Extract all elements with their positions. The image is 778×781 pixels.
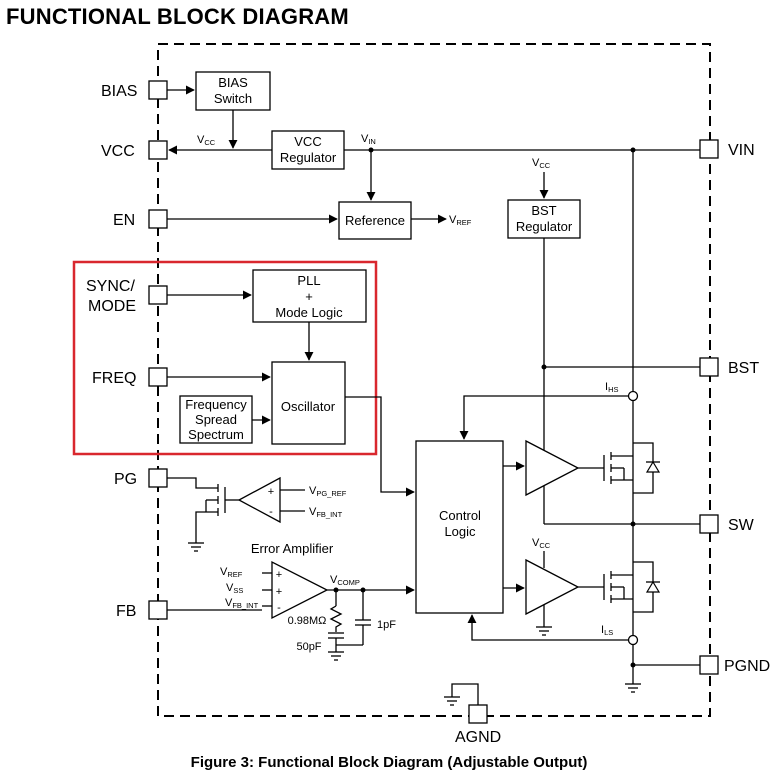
bst-regulator-label-1: BST [531,203,556,218]
pin-label-en: EN [113,212,135,229]
reference-block: Reference [338,201,412,240]
vcc-regulator-label-1: VCC [294,134,321,149]
pin-label-sw: SW [728,517,755,534]
pin-box-bias [148,80,168,100]
control-logic-block: Control Logic [415,440,504,614]
fss-label-1: Frequency [185,397,247,412]
pin-label-agnd: AGND [455,729,501,746]
signal-vref: VREF [449,214,472,227]
signal-ihs: IHS [605,381,618,394]
pin-label-bst: BST [728,360,759,377]
signal-vpg-ref: VPG_REF [309,485,347,498]
pin-label-pg: PG [114,471,137,488]
pin-label-freq: FREQ [92,370,136,387]
signal-ea-vss: VSS [226,582,243,595]
figure-caption: Figure 3: Functional Block Diagram (Adju… [190,754,588,771]
ea-plus-1: + [276,569,282,581]
signal-ea-vfb-int: VFB_INT [225,597,259,610]
signal-vcc: VCC [197,134,216,147]
reference-label: Reference [345,213,405,228]
frequency-spread-spectrum-block: Frequency Spread Spectrum [179,395,253,444]
pin-box-sync-mode [148,285,168,305]
pin-label-bias: BIAS [101,83,137,100]
pg-comp-minus: - [269,506,273,518]
pin-label-pgnd: PGND [724,658,770,675]
signal-vcomp: VCOMP [330,574,360,587]
pin-box-sw [699,514,719,534]
vcc-regulator-label-2: Regulator [280,150,337,165]
pin-box-bst [699,357,719,377]
vcc-regulator-block: VCC Regulator [271,130,345,170]
high-side-driver [525,439,604,497]
fss-label-2: Spread [195,412,237,427]
highlight-region [72,260,378,456]
signal-ea-vref: VREF [220,566,243,579]
fss-label-3: Spectrum [188,427,244,442]
ic-boundary [157,43,711,717]
pg-comparator [167,476,305,552]
signal-lsd-vcc: VCC [532,537,551,550]
signal-vin: VIN [361,133,376,146]
high-side-fet [603,442,661,494]
pll-mode-logic-block: PLL + Mode Logic [252,269,367,323]
pin-box-vcc [148,140,168,160]
pll-label-3: Mode Logic [275,305,343,320]
ea-plus-2: + [276,586,282,598]
pin-box-vin [699,139,719,159]
pll-label-2: + [305,289,313,304]
error-amplifier [167,560,415,661]
signal-bst-vcc: VCC [532,157,551,170]
pg-comp-plus: + [268,486,274,498]
control-logic-label-2: Logic [444,524,476,539]
pin-label-vcc: VCC [101,143,135,160]
pin-label-sync: SYNC/ [86,278,135,295]
oscillator-label: Oscillator [281,399,336,414]
low-side-driver [525,551,604,636]
ea-minus: - [277,602,281,614]
pin-label-mode: MODE [88,298,136,315]
c-comp-label: 50pF [296,641,321,653]
error-amplifier-label: Error Amplifier [251,541,334,556]
low-side-fet [603,561,661,613]
bias-switch-label-2: Switch [214,91,252,106]
pin-box-agnd [468,704,488,724]
pin-box-en [148,209,168,229]
bias-switch-label-1: BIAS [218,75,248,90]
pin-label-fb: FB [116,603,136,620]
bst-regulator-block: BST Regulator [507,199,581,239]
page-title: FUNCTIONAL BLOCK DIAGRAM [6,4,349,29]
pin-box-freq [148,367,168,387]
wires [167,85,700,706]
pll-label-1: PLL [297,273,320,288]
control-logic-label-1: Control [439,508,481,523]
pin-label-vin: VIN [728,142,755,159]
r-comp-label: 0.98MΩ [288,615,327,627]
bst-regulator-label-2: Regulator [516,219,573,234]
pin-box-pg [148,468,168,488]
pin-box-pgnd [699,655,719,675]
signal-ils: ILS [601,624,613,637]
pin-box-fb [148,600,168,620]
bias-switch-block: BIAS Switch [195,71,271,111]
oscillator-block: Oscillator [271,361,346,445]
c-1pf-label: 1pF [377,619,396,631]
signal-vfb-int-pg: VFB_INT [309,506,343,519]
